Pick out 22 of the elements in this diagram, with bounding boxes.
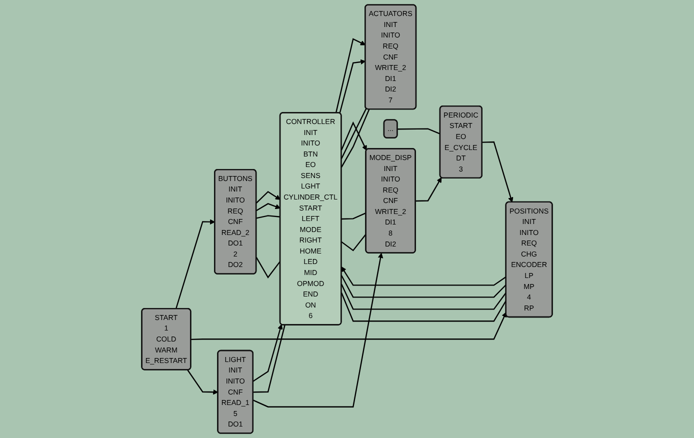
connector (397, 128, 440, 134)
arrow (252, 252, 384, 408)
arrow (175, 219, 216, 310)
connector (253, 324, 286, 393)
arrow (416, 177, 442, 202)
connector (340, 108, 367, 159)
connector (340, 292, 507, 322)
arrow (187, 370, 218, 395)
arrow (339, 59, 366, 114)
arrow (190, 312, 507, 340)
arrow (256, 203, 281, 212)
connector (340, 109, 370, 168)
arrow (340, 121, 367, 151)
arrow (252, 324, 283, 382)
arrow (341, 266, 507, 286)
arrow (335, 38, 366, 114)
connector (340, 284, 507, 310)
arrow (482, 141, 514, 202)
connector (256, 215, 280, 219)
connector (340, 275, 507, 298)
connector (341, 212, 366, 220)
arrow (256, 190, 281, 204)
